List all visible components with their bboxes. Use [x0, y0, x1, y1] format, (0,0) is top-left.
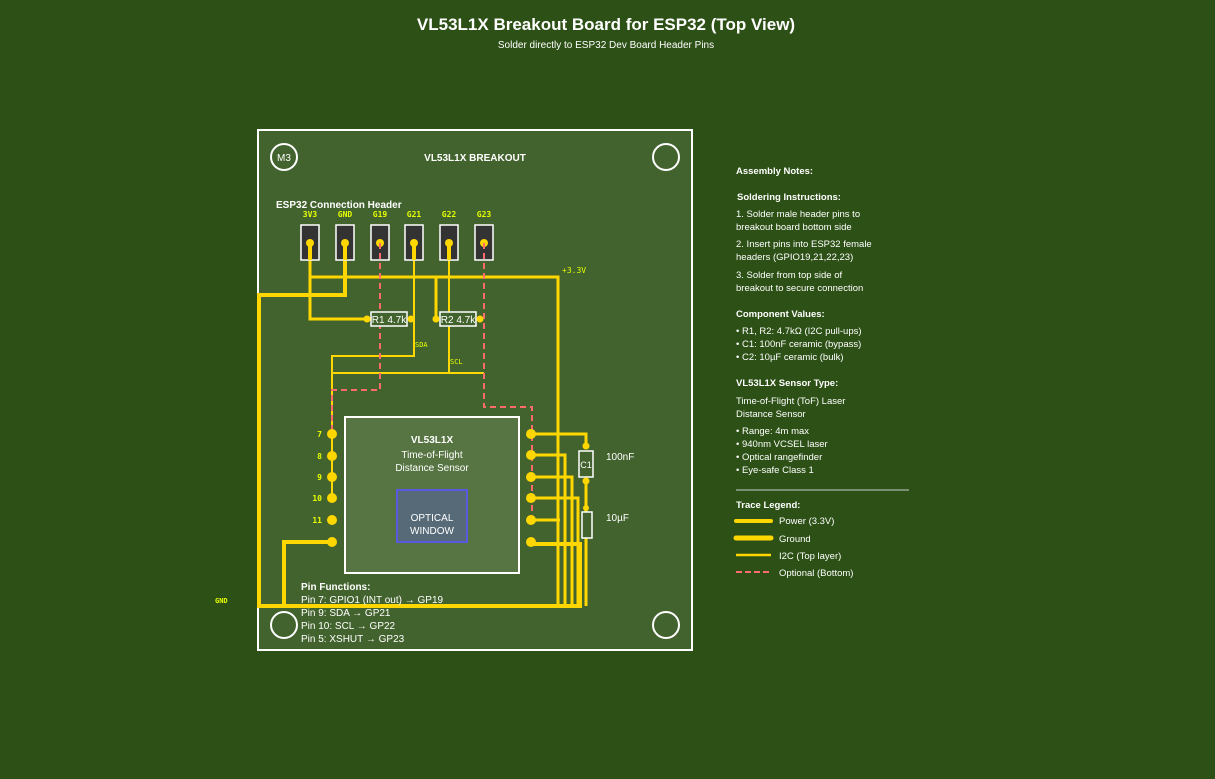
power-label: +3.3V: [562, 266, 586, 275]
mount-hole-top-left: M3: [270, 143, 298, 171]
optical-window-label-1: OPTICAL: [411, 513, 454, 524]
power-trace-r1: [308, 277, 375, 321]
header-pin-label: G19: [373, 210, 388, 219]
legend-label: Power (3.3V): [779, 516, 834, 527]
resistor-r2: R2 4.7k: [432, 311, 484, 327]
capacitor-c1: C1: [578, 442, 594, 485]
soldering-title: Soldering Instructions:: [737, 192, 841, 203]
sensor-type-title: VL53L1X Sensor Type:: [736, 378, 838, 389]
notes-title: Assembly Notes:: [736, 166, 813, 177]
header-pads: [300, 224, 494, 261]
sensor-desc-2: Distance Sensor: [395, 463, 469, 474]
right-pin-trace: [531, 475, 574, 606]
c2-value: 10µF: [606, 513, 629, 524]
component-item: • C1: 100nF ceramic (bypass): [736, 339, 861, 350]
c1-value: 100nF: [606, 452, 634, 463]
assembly-notes: Assembly Notes: Soldering Instructions: …: [736, 166, 872, 476]
pin-label: 10: [312, 494, 322, 503]
page-subtitle: Solder directly to ESP32 Dev Board Heade…: [498, 40, 714, 51]
components-title: Component Values:: [736, 309, 825, 320]
mount-hole-bottom-right: [652, 611, 680, 639]
sensor-desc-1: Time-of-Flight: [401, 450, 463, 461]
r1-label: R1 4.7k: [372, 315, 407, 326]
page-title: VL53L1X Breakout Board for ESP32 (Top Vi…: [417, 15, 795, 34]
component-item: • R1, R2: 4.7kΩ (I2C pull-ups): [736, 326, 862, 337]
mount-hole-bottom-left: [270, 611, 298, 639]
capacitor-c2: [581, 505, 593, 539]
pin-label: 8: [317, 452, 322, 461]
resistor-r1: R1 4.7k: [363, 311, 415, 327]
pin-label: 7: [317, 430, 322, 439]
header-pin-label: G21: [407, 210, 422, 219]
header-pin-label: G23: [477, 210, 492, 219]
soldering-step: breakout to secure connection: [736, 283, 863, 294]
sensor-feature: • Optical rangefinder: [736, 452, 822, 463]
mount-hole-top-right: [652, 143, 680, 171]
sda-label: SDA: [415, 341, 428, 349]
header-pin-label: 3V3: [303, 210, 318, 219]
optical-window: [396, 489, 468, 543]
r2-label: R2 4.7k: [441, 315, 476, 326]
ground-trace: [257, 243, 582, 608]
legend-label: I2C (Top layer): [779, 551, 841, 562]
pin-function: Pin 5: XSHUT → GP23: [301, 634, 405, 645]
gnd-label: GND: [215, 597, 228, 605]
pin-functions-title: Pin Functions:: [301, 582, 370, 593]
optional-trace-g23: [483, 243, 533, 520]
soldering-step: 1. Solder male header pins to: [736, 209, 860, 220]
pin-function: Pin 9: SDA → GP21: [301, 608, 391, 619]
right-pin-trace: [531, 432, 588, 445]
left-pin-labels: 7 8 9 10 11: [312, 430, 322, 525]
mount-hole-label: M3: [277, 153, 291, 164]
header-pin-labels: 3V3 GND G19 G21 G22 G23: [303, 210, 492, 219]
ground-trace-pin12: [282, 540, 332, 606]
header-pin-label: GND: [338, 210, 353, 219]
soldering-step: 2. Insert pins into ESP32 female: [736, 239, 872, 250]
right-pins: [526, 429, 536, 547]
c1-label: C1: [580, 460, 592, 470]
legend-title: Trace Legend:: [736, 500, 800, 511]
component-item: • C2: 10µF ceramic (bulk): [736, 352, 844, 363]
soldering-step: headers (GPIO19,21,22,23): [736, 252, 853, 263]
pin-function: Pin 10: SCL → GP22: [301, 621, 396, 632]
pin-label: 11: [312, 516, 322, 525]
right-pin-trace: [531, 453, 567, 606]
pin-function: Pin 7: GPIO1 (INT out) → GP19: [301, 595, 444, 606]
sensor-feature: • Range: 4m max: [736, 426, 809, 437]
sensor-desc: Time-of-Flight (ToF) Laser: [736, 396, 845, 407]
soldering-step: breakout board bottom side: [736, 222, 852, 233]
header-title: ESP32 Connection Header: [276, 200, 402, 211]
scl-label: SCL: [450, 358, 463, 366]
soldering-step: 3. Solder from top side of: [736, 270, 842, 281]
optical-window-label-2: WINDOW: [410, 526, 454, 537]
board-label: VL53L1X BREAKOUT: [424, 153, 526, 164]
sensor-feature: • Eye-safe Class 1: [736, 465, 814, 476]
trace-legend: Trace Legend: Power (3.3V) Ground I2C (T…: [733, 500, 853, 579]
sensor-name: VL53L1X: [411, 435, 454, 446]
legend-label: Ground: [779, 534, 811, 545]
left-pins: [327, 429, 337, 547]
sensor-feature: • 940nm VCSEL laser: [736, 439, 828, 450]
right-pin-trace: [531, 496, 580, 606]
sensor-desc: Distance Sensor: [736, 409, 806, 420]
legend-label: Optional (Bottom): [779, 568, 853, 579]
pin-label: 9: [317, 473, 322, 482]
header-pin-label: G22: [442, 210, 457, 219]
